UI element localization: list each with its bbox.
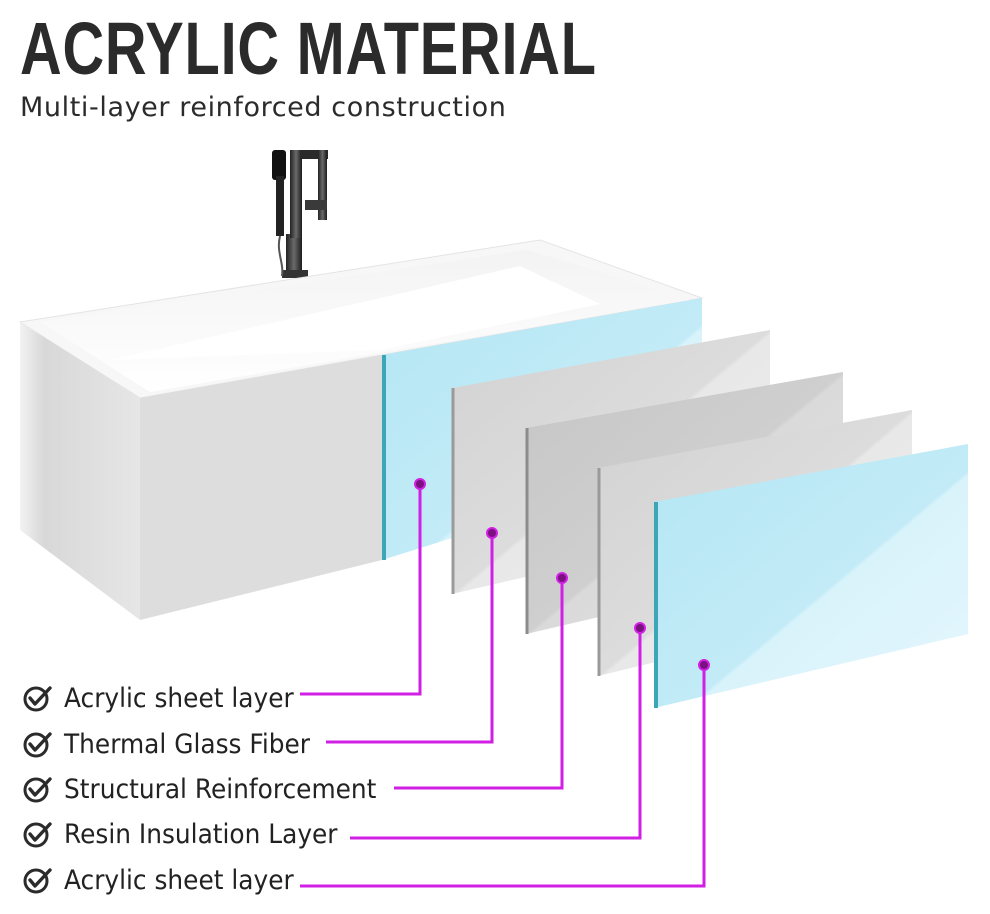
check-circle-icon xyxy=(23,822,52,848)
faucet xyxy=(272,150,328,278)
legend-label: Thermal Glass Fiber xyxy=(64,728,310,760)
callout-line-acrylic-outer xyxy=(300,665,706,888)
legend-item: Acrylic sheet layer xyxy=(22,858,314,902)
callout-line-structural xyxy=(394,578,564,790)
legend-label: Resin Insulation Layer xyxy=(64,818,338,850)
page-title: ACRYLIC MATERIAL xyxy=(20,7,597,90)
legend-label: Acrylic sheet layer xyxy=(64,682,294,714)
check-circle-icon xyxy=(23,868,52,894)
check-circle-icon xyxy=(23,686,52,712)
check-circle-icon xyxy=(23,777,52,803)
callout-line-acrylic-inner xyxy=(300,484,422,696)
callout-dot-structural xyxy=(556,572,568,584)
legend-item: Structural Reinforcement xyxy=(22,767,404,811)
panel-acrylic-outer xyxy=(654,444,968,708)
callout-lines xyxy=(300,484,706,888)
check-circle-icon xyxy=(23,732,52,758)
callout-dot-resin xyxy=(634,622,646,634)
callout-line-glass-fiber xyxy=(326,533,494,744)
page-subtitle: Multi-layer reinforced construction xyxy=(20,92,507,123)
callout-dot-glass-fiber xyxy=(486,527,498,539)
callout-dot-acrylic-inner xyxy=(414,478,426,490)
legend-item: Acrylic sheet layer xyxy=(22,676,314,720)
legend-item: Resin Insulation Layer xyxy=(22,812,361,856)
callout-dots xyxy=(414,478,710,671)
legend-label: Acrylic sheet layer xyxy=(64,864,294,896)
legend-label: Structural Reinforcement xyxy=(64,773,377,805)
callout-dot-acrylic-outer xyxy=(698,659,710,671)
legend-item: Thermal Glass Fiber xyxy=(22,722,331,766)
callout-line-resin xyxy=(350,628,642,840)
